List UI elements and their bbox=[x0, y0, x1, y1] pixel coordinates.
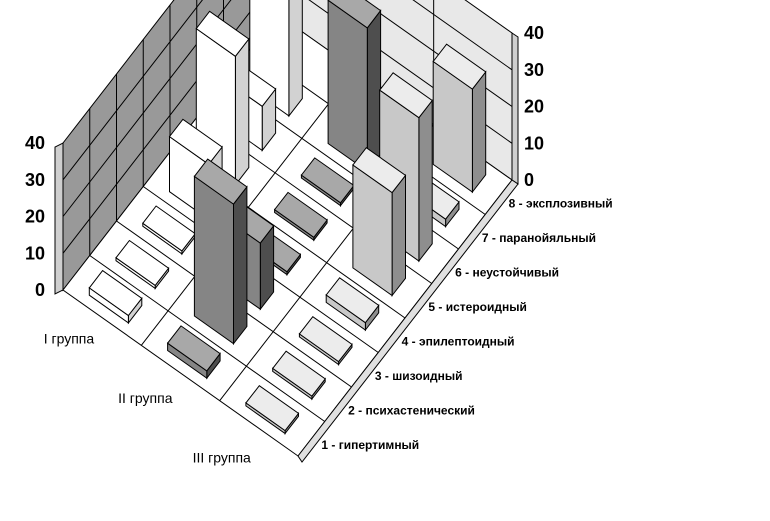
bar bbox=[115, 239, 170, 290]
bar-top-face bbox=[166, 325, 221, 372]
floor-edge bbox=[297, 179, 519, 463]
bar bbox=[298, 316, 353, 366]
z-tick-left: 0 bbox=[35, 280, 45, 300]
bar-side-face bbox=[418, 99, 433, 263]
z-tick-left: 10 bbox=[25, 243, 45, 263]
bar-top-face bbox=[115, 239, 170, 287]
chart-bars bbox=[88, 0, 487, 435]
z-tick-right: 10 bbox=[524, 133, 544, 153]
bar-top-face bbox=[193, 158, 248, 205]
bar-side-face bbox=[288, 0, 303, 118]
bar-top-face bbox=[298, 316, 353, 363]
z-tick-left: 30 bbox=[25, 170, 45, 190]
category-label: 7 - паранойяльный bbox=[482, 231, 596, 245]
z-tick-left: 40 bbox=[25, 133, 45, 153]
category-label: 5 - истероидный bbox=[428, 300, 526, 314]
bar-top-face bbox=[325, 277, 380, 324]
category-label: 3 - шизоидный bbox=[375, 369, 463, 383]
bar-front-face bbox=[327, 0, 368, 173]
bar bbox=[88, 269, 143, 325]
bar bbox=[193, 158, 248, 346]
bar bbox=[142, 205, 197, 256]
bar-side-face bbox=[391, 173, 406, 297]
bar bbox=[327, 0, 382, 173]
category-label: 2 - психастенический bbox=[348, 403, 475, 417]
bar-side-face bbox=[234, 37, 250, 187]
bar-top-face bbox=[195, 10, 250, 57]
group-label: III группа bbox=[193, 449, 251, 465]
z-tick-right: 0 bbox=[524, 170, 534, 190]
bar bbox=[432, 43, 487, 194]
category-label: 6 - неустойчивый bbox=[455, 265, 559, 279]
category-label: 1 - гипертимный bbox=[321, 438, 419, 452]
z-tick-right: 40 bbox=[524, 23, 544, 43]
right-wall-edge bbox=[511, 32, 519, 185]
bar-top-face bbox=[352, 147, 407, 194]
bar bbox=[300, 157, 355, 208]
bar bbox=[271, 350, 326, 401]
bar bbox=[352, 147, 407, 297]
bar-top-face bbox=[245, 385, 300, 432]
bar-side-face bbox=[233, 185, 248, 346]
bar bbox=[273, 191, 328, 242]
category-label: 4 - эпилептоидный bbox=[402, 334, 515, 348]
bar bbox=[245, 385, 300, 435]
bar-top-face bbox=[327, 0, 382, 29]
group-label: I группа bbox=[44, 331, 95, 347]
category-label: 8 - эксплозивный bbox=[509, 196, 613, 210]
bar bbox=[325, 277, 380, 332]
z-tick-left: 20 bbox=[25, 207, 45, 227]
floor-category-line bbox=[89, 255, 326, 422]
bar-side-face bbox=[471, 70, 487, 194]
bar-top-face bbox=[168, 118, 223, 165]
bar-top-face bbox=[378, 72, 433, 119]
bar-top-face bbox=[271, 350, 326, 397]
z-tick-right: 30 bbox=[524, 60, 544, 80]
bar-top-face bbox=[88, 269, 143, 317]
bar-top-face bbox=[273, 191, 328, 238]
z-tick-right: 20 bbox=[524, 97, 544, 117]
bar-top-face bbox=[432, 43, 487, 90]
group-label: II группа bbox=[118, 390, 173, 406]
bar bbox=[166, 325, 221, 380]
bar-front-face bbox=[193, 175, 234, 345]
left-wall-edge bbox=[54, 142, 64, 295]
bar-side-face bbox=[366, 9, 382, 173]
